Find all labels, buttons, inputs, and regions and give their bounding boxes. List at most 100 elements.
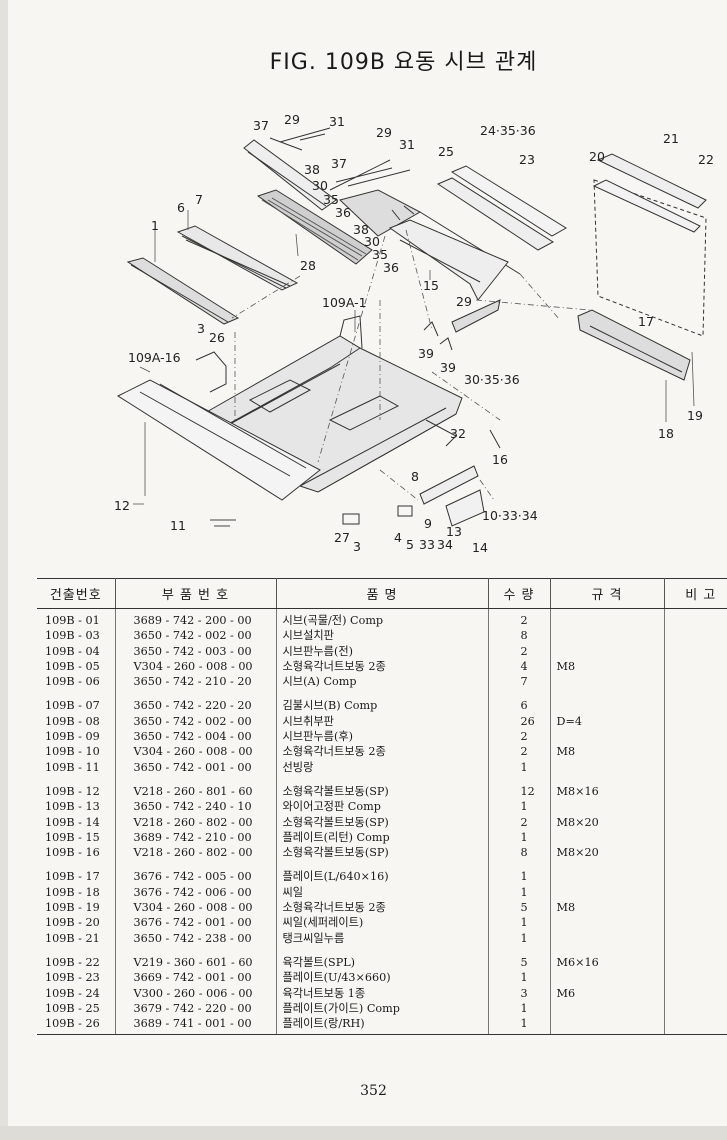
remarks-cell bbox=[664, 830, 727, 845]
ref-no-cell: 109B - 09 bbox=[37, 729, 116, 745]
spec-cell: M8 bbox=[550, 744, 665, 760]
part-no-cell: V304 - 260 - 008 - 00 bbox=[115, 658, 277, 675]
header-part-name: 품 명 bbox=[276, 578, 489, 609]
quantity-cell: 2 bbox=[488, 608, 551, 629]
ref-no-cell: 109B - 18 bbox=[37, 884, 116, 901]
remarks-cell bbox=[664, 1001, 727, 1016]
part-name-cell: 시브판누름(후) bbox=[276, 729, 489, 745]
quantity-cell: 2 bbox=[488, 643, 551, 659]
quantity-cell: 1 bbox=[488, 915, 551, 931]
callout-28: 28 bbox=[300, 258, 316, 273]
ref-no-cell: 109B - 06 bbox=[37, 674, 116, 690]
quantity-cell: 2 bbox=[488, 729, 551, 745]
part-name-cell: 육각너트보동 1종 bbox=[276, 985, 489, 1001]
part-name-cell: 소형육각볼트보동(SP) bbox=[276, 814, 489, 830]
spacer-cell bbox=[488, 860, 551, 870]
remarks-cell bbox=[664, 931, 727, 946]
remarks-cell bbox=[664, 674, 727, 689]
header-spec: 규 격 bbox=[550, 578, 665, 609]
spacer-cell bbox=[664, 860, 727, 869]
part-26-bracket bbox=[195, 351, 227, 393]
part-6-sieve-a bbox=[176, 225, 299, 291]
ref-no-cell: 109B - 16 bbox=[37, 845, 116, 861]
ref-no-cell: 109B - 23 bbox=[37, 970, 116, 986]
part-20-strip bbox=[596, 153, 707, 209]
figure-title: FIG. 109B 요동 시브 관계 bbox=[269, 50, 538, 75]
callout-19: 19 bbox=[687, 408, 703, 423]
callout-1: 1 bbox=[151, 218, 159, 233]
remarks-cell bbox=[664, 815, 727, 830]
callout-29: 29 bbox=[456, 294, 472, 309]
part-no-cell: 3689 - 741 - 001 - 00 bbox=[115, 1016, 277, 1036]
quantity-cell: 1 bbox=[488, 869, 551, 885]
part-name-cell: 탱크씨일누름 bbox=[276, 930, 489, 946]
quantity-cell: 1 bbox=[488, 970, 551, 986]
spec-cell bbox=[550, 799, 665, 815]
page-number: 352 bbox=[360, 1083, 387, 1099]
part-name-cell: 소형육각너트보동 2종 bbox=[276, 900, 489, 916]
spec-cell bbox=[550, 674, 665, 690]
part-1-rail bbox=[126, 257, 240, 325]
callout-29: 29 bbox=[376, 125, 392, 140]
part-no-cell: 3676 - 742 - 005 - 00 bbox=[115, 869, 277, 885]
spacer-cell bbox=[115, 689, 277, 699]
part-no-cell: 3650 - 742 - 001 - 00 bbox=[115, 759, 277, 775]
part-name-cell: 플레이트(U/43×660) bbox=[276, 970, 489, 986]
callout-25: 25 bbox=[438, 144, 454, 159]
part-no-cell: 3650 - 742 - 238 - 00 bbox=[115, 930, 277, 946]
spacer-cell bbox=[115, 774, 277, 784]
ref-no-cell: 109B - 13 bbox=[37, 799, 116, 815]
spacer-cell bbox=[115, 945, 277, 955]
remarks-cell bbox=[664, 970, 727, 985]
ref-no-cell: 109B - 11 bbox=[37, 759, 116, 775]
remarks-cell bbox=[664, 744, 727, 759]
quantity-cell: 2 bbox=[488, 744, 551, 760]
callout-36: 36 bbox=[383, 260, 399, 275]
part-23-plate bbox=[450, 165, 567, 237]
callout-30: 30 bbox=[312, 178, 328, 193]
ref-no-cell: 109B - 08 bbox=[37, 713, 116, 730]
ref-no-cell: 109B - 25 bbox=[37, 1000, 116, 1017]
remarks-cell bbox=[664, 1016, 727, 1036]
quantity-cell: 8 bbox=[488, 628, 551, 644]
callout-11: 11 bbox=[170, 518, 186, 533]
ref-no-cell: 109B - 04 bbox=[37, 643, 116, 659]
callout-21: 21 bbox=[663, 131, 679, 146]
part-no-cell: 3650 - 742 - 004 - 00 bbox=[115, 729, 277, 745]
group-spacer bbox=[37, 774, 727, 784]
remarks-cell bbox=[664, 799, 727, 814]
spec-cell bbox=[550, 628, 665, 644]
spec-cell: M8×20 bbox=[550, 814, 665, 830]
spacer-cell bbox=[488, 689, 551, 699]
part-no-cell: 3676 - 742 - 006 - 00 bbox=[115, 884, 277, 901]
part-13-wire-plate bbox=[445, 489, 485, 527]
remarks-cell bbox=[664, 609, 727, 629]
spacer-cell bbox=[488, 945, 551, 955]
spacer-cell bbox=[276, 945, 489, 955]
part-no-cell: V218 - 260 - 802 - 00 bbox=[115, 845, 277, 861]
callout-33: 33 bbox=[419, 537, 435, 552]
part-17-plate bbox=[577, 309, 691, 381]
part-no-cell: 3650 - 742 - 002 - 00 bbox=[115, 713, 277, 730]
part-no-cell: V219 - 360 - 601 - 60 bbox=[115, 954, 277, 971]
spec-cell bbox=[550, 970, 665, 986]
part-no-cell: 3650 - 742 - 240 - 10 bbox=[115, 799, 277, 815]
part-25-plate bbox=[436, 177, 554, 251]
callout-6: 6 bbox=[177, 200, 185, 215]
callout-3: 3 bbox=[197, 321, 205, 336]
ref-no-cell: 109B - 21 bbox=[37, 930, 116, 946]
spacer-cell bbox=[550, 689, 665, 699]
spec-cell bbox=[550, 1016, 665, 1036]
remarks-cell bbox=[664, 955, 727, 970]
spec-cell bbox=[550, 930, 665, 946]
callout-4: 4 bbox=[394, 530, 402, 545]
exploded-parts-diagram: 37 29 31 29 31 24·35·36 25 23 21 20 22 3… bbox=[114, 112, 714, 555]
